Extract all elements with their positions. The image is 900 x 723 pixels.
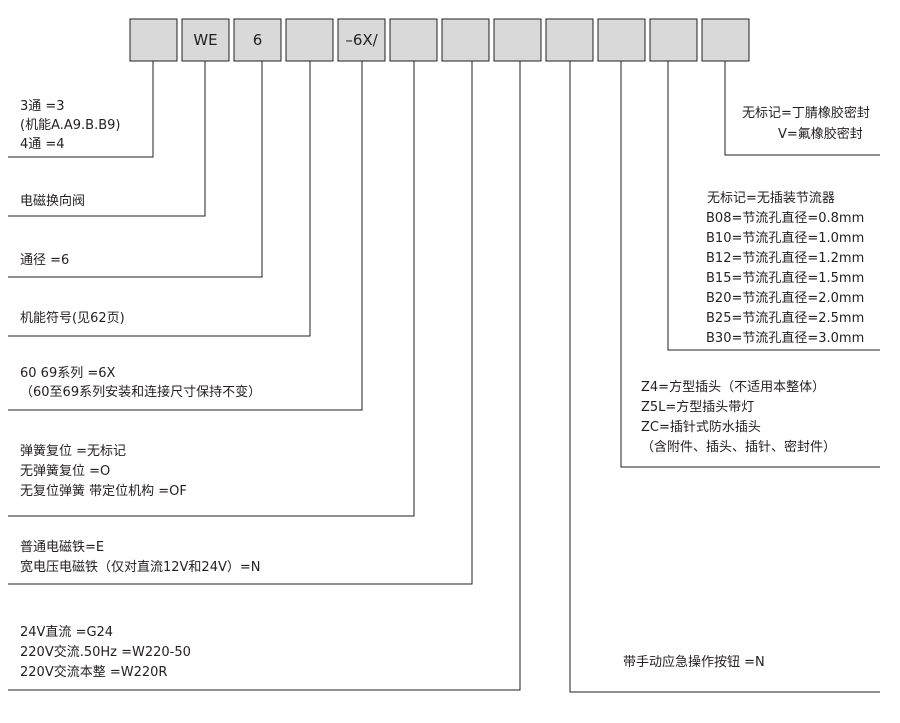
note-solenoid-line-2: 宽电压电磁铁（仅对直流12V和24V）=N — [20, 559, 261, 575]
code-box-2 — [181, 18, 230, 62]
note-channels-line-2: (机能A.A9.B.B9) — [20, 118, 120, 133]
note-throttle-line-7: B25=节流孔直径=2.5mm — [706, 311, 864, 326]
code-box-2-label: WE — [193, 31, 217, 49]
note-throttle-line-2: B08=节流孔直径=0.8mm — [706, 211, 864, 226]
code-box-3 — [233, 18, 282, 62]
note-seal: 无标记=丁腈橡胶密封 V=氟橡胶密封 — [742, 105, 870, 142]
note-throttle-line-6: B20=节流孔直径=2.0mm — [706, 291, 864, 306]
note-connector: Z4=方型插头（不适用本整体） Z5L=方型插头带灯 ZC=插针式防水插头 （含… — [641, 379, 836, 455]
note-connector-line-1: Z4=方型插头（不适用本整体） — [641, 379, 825, 395]
code-box-9 — [545, 18, 594, 62]
note-series: 60 69系列 =6X （60至69系列安装和连接尺寸保持不变） — [20, 366, 261, 400]
note-throttle-line-8: B30=节流孔直径=3.0mm — [706, 331, 864, 346]
code-box-4 — [285, 18, 334, 62]
note-throttle: 无标记=无插装节流器 B08=节流孔直径=0.8mm B10=节流孔直径=1.0… — [706, 191, 864, 346]
leader-spring — [8, 61, 415, 517]
code-box-6 — [389, 18, 438, 62]
leader-connector — [620, 61, 880, 468]
note-channels-line-3: 4通 =4 — [20, 137, 65, 152]
leader-seal — [724, 61, 880, 156]
note-throttle-line-5: B15=节流孔直径=1.5mm — [706, 271, 864, 286]
note-spring-line-3: 无复位弹簧 带定位机构 =OF — [20, 483, 187, 499]
code-box-12 — [701, 18, 750, 62]
note-series-line-2: （60至69系列安装和连接尺寸保持不变） — [20, 384, 261, 400]
leader-voltage — [8, 61, 521, 691]
note-voltage-line-1: 24V直流 =G24 — [20, 625, 113, 640]
code-box-row: WE 6 –6X/ — [129, 18, 750, 62]
leader-size — [8, 61, 263, 278]
leader-manual-override — [569, 61, 880, 693]
note-spring-line-1: 弹簧复位 =无标记 — [20, 443, 126, 459]
code-box-1 — [129, 18, 178, 62]
leader-channels — [8, 61, 154, 158]
note-voltage-line-3: 220V交流本整 =W220R — [20, 664, 167, 680]
code-box-7 — [441, 18, 490, 62]
note-connector-line-4: （含附件、插头、插针、密封件） — [641, 439, 836, 455]
note-connector-line-2: Z5L=方型插头带灯 — [641, 399, 754, 415]
note-function-symbol: 机能符号(见62页) — [20, 310, 125, 326]
note-throttle-line-1: 无标记=无插装节流器 — [707, 191, 835, 206]
note-manual-override: 带手动应急操作按钮 =N — [623, 654, 765, 670]
note-connector-line-3: ZC=插针式防水插头 — [641, 419, 761, 435]
leader-valve-type — [8, 61, 206, 217]
right-leader-lines — [569, 61, 880, 693]
note-voltage: 24V直流 =G24 220V交流.50Hz =W220-50 220V交流本整… — [20, 625, 191, 680]
code-box-3-label: 6 — [253, 31, 263, 49]
code-box-11 — [649, 18, 698, 62]
code-box-5-label: –6X/ — [345, 31, 378, 49]
left-leader-lines — [8, 61, 521, 691]
note-seal-line-1: 无标记=丁腈橡胶密封 — [742, 105, 870, 121]
note-valve-type: 电磁换向阀 — [20, 193, 85, 209]
note-solenoid: 普通电磁铁=E 宽电压电磁铁（仅对直流12V和24V）=N — [20, 540, 261, 575]
note-size: 通径 =6 — [20, 253, 69, 268]
note-voltage-line-2: 220V交流.50Hz =W220-50 — [20, 644, 191, 660]
leader-solenoid — [8, 61, 473, 585]
note-channels-line-1: 3通 =3 — [20, 99, 65, 114]
leader-function-symbol — [8, 61, 311, 337]
code-box-8 — [493, 18, 542, 62]
note-seal-line-2: V=氟橡胶密封 — [778, 126, 863, 142]
note-throttle-line-3: B10=节流孔直径=1.0mm — [706, 231, 864, 246]
note-spring: 弹簧复位 =无标记 无弹簧复位 =O 无复位弹簧 带定位机构 =OF — [20, 443, 187, 499]
leader-series — [8, 61, 363, 411]
note-spring-line-2: 无弹簧复位 =O — [20, 463, 110, 479]
code-box-10 — [597, 18, 646, 62]
note-series-line-1: 60 69系列 =6X — [20, 366, 116, 381]
note-throttle-line-4: B12=节流孔直径=1.2mm — [706, 251, 864, 266]
note-solenoid-line-1: 普通电磁铁=E — [20, 540, 104, 555]
leader-throttle — [667, 61, 880, 351]
note-channels: 3通 =3 (机能A.A9.B.B9) 4通 =4 — [20, 99, 120, 152]
